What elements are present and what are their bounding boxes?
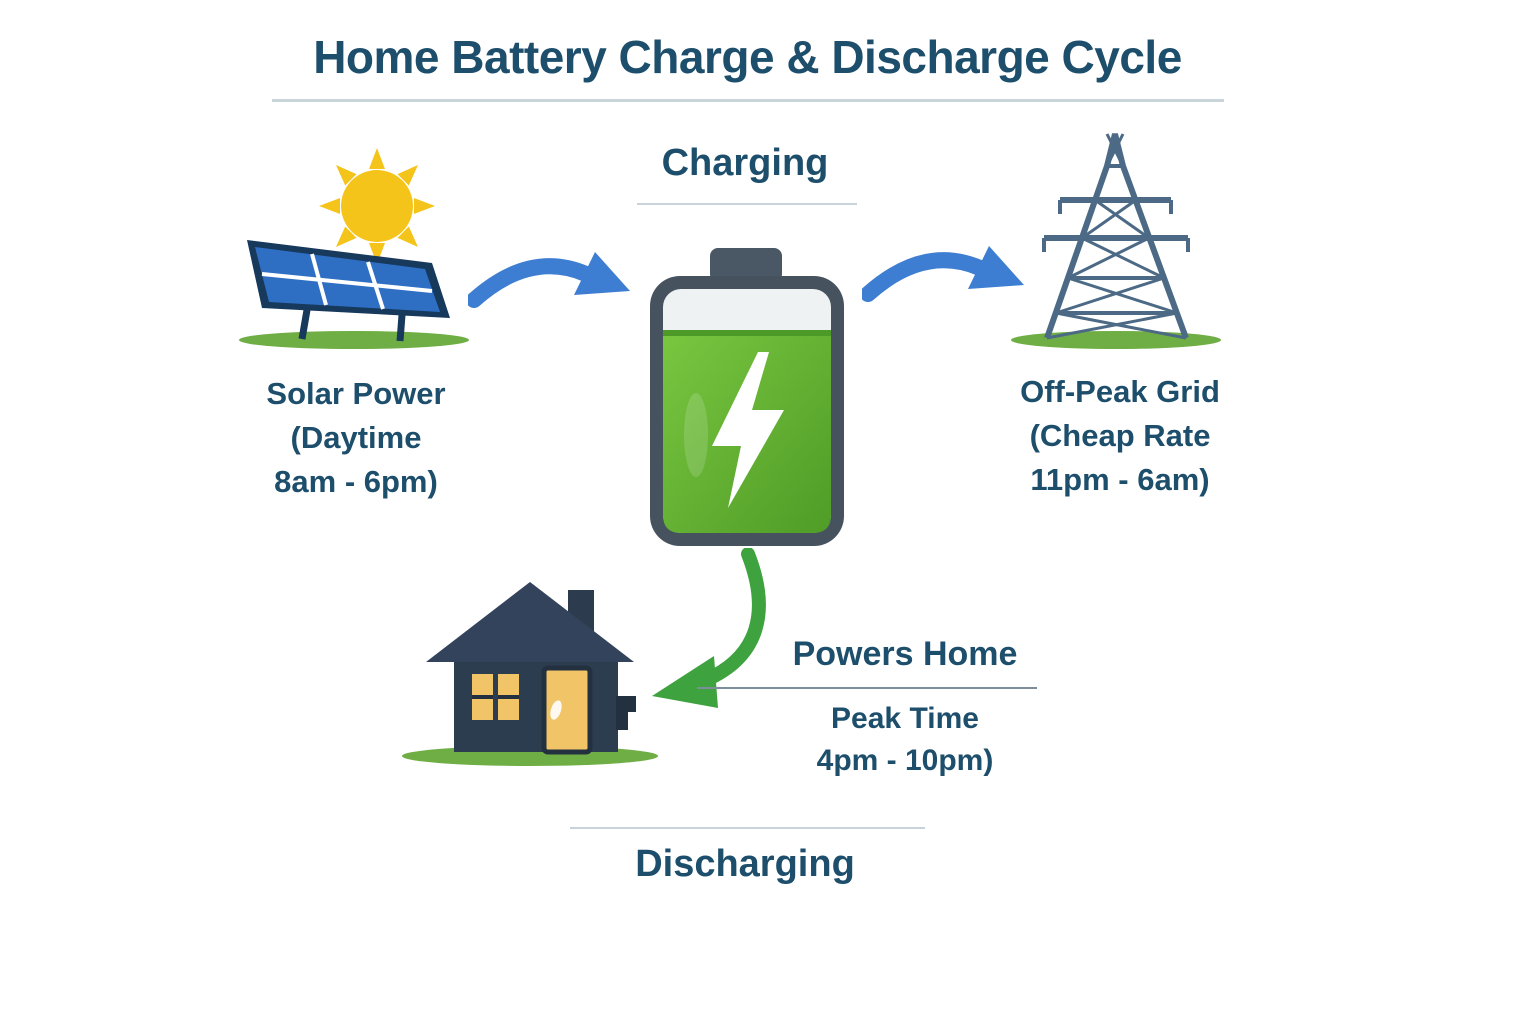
lightning-bolt-icon [712,352,784,508]
powers-home-underline [697,687,1037,689]
grid-caption-line3: 11pm - 6am) [1030,462,1210,497]
discharging-divider [570,827,925,829]
solar-caption-line1: Solar Power [266,376,446,411]
solar-panel-icon [239,148,469,349]
windows [472,674,519,720]
grass-under-tower [1011,331,1221,349]
grid-caption-line2: (Cheap Rate [1029,418,1211,453]
battery-icon [650,248,844,546]
peak-time-caption: Peak Time 4pm - 10pm) [755,698,1055,782]
arrow-solar-to-battery [468,252,630,308]
sun-icon [319,148,435,264]
grass-under-panel [239,331,469,349]
arrow-battery-to-home [652,548,766,708]
grid-caption: Off-Peak Grid (Cheap Rate 11pm - 6am) [995,370,1245,502]
peak-time-line1: Peak Time [831,702,979,735]
roof [426,582,634,662]
grid-caption-line1: Off-Peak Grid [1020,374,1220,409]
page-title: Home Battery Charge & Discharge Cycle [313,31,1182,83]
charging-label: Charging [661,142,829,184]
arrow-battery-to-grid [862,246,1024,302]
charging-underline [637,203,857,205]
house-side-unit [616,696,636,730]
title-divider [272,99,1224,102]
powers-home-heading: Powers Home [792,635,1018,673]
solar-caption: Solar Power (Daytime 8am - 6pm) [231,372,481,504]
battery-terminal [710,248,782,282]
solar-caption-line2: (Daytime [290,420,422,455]
discharging-label: Discharging [635,843,855,885]
transmission-tower-icon [1011,133,1221,349]
peak-time-line2: 4pm - 10pm) [816,744,994,777]
house-icon [402,582,658,766]
solar-caption-line3: 8am - 6pm) [274,464,438,499]
door [541,665,593,755]
